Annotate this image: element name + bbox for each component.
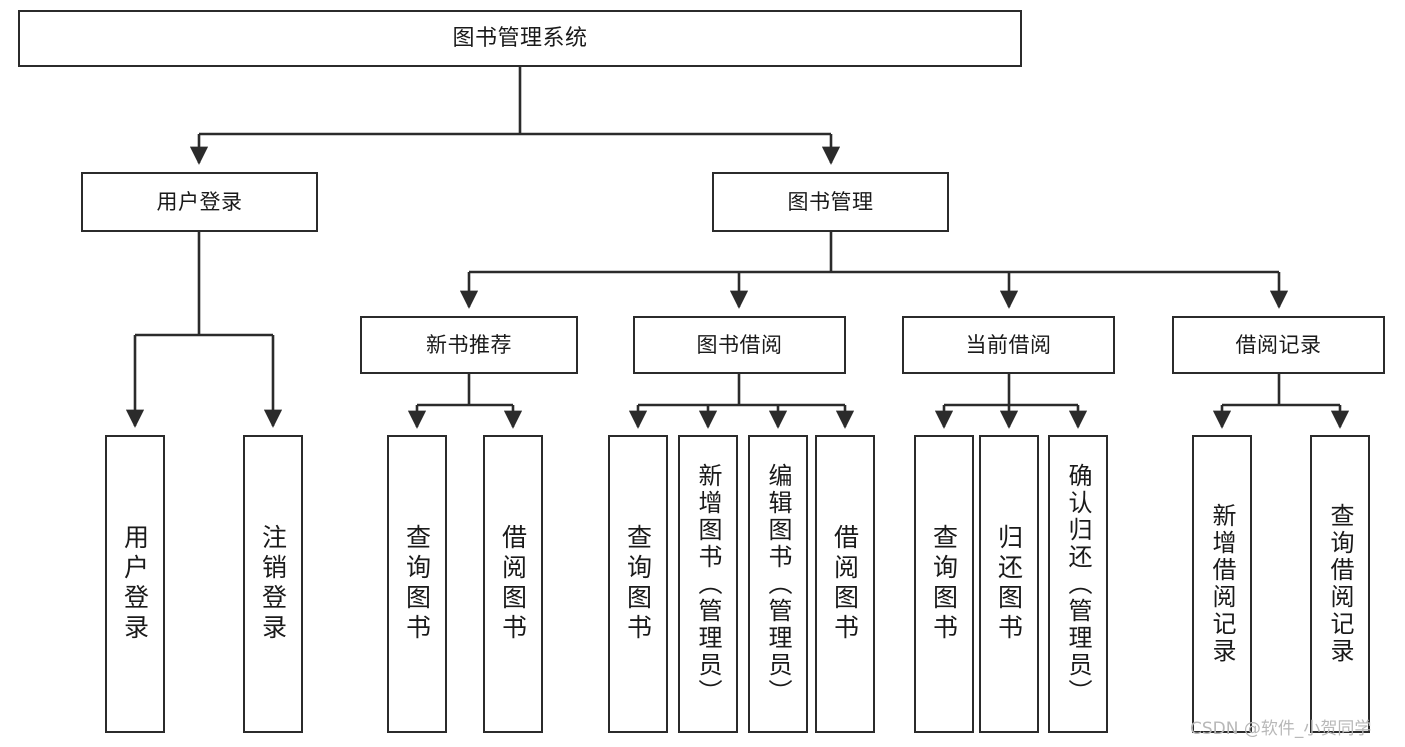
node-label: 确认归还（管理员） [1064,462,1092,706]
node-current-borrow[interactable]: 当前借阅 [902,316,1115,374]
node-label: 借阅图书 [498,524,528,644]
leaf-return-book[interactable]: 归还图书 [979,435,1039,733]
node-label: 查询图书 [623,524,653,644]
leaf-query-book-2[interactable]: 查询图书 [608,435,668,733]
node-label: 查询图书 [402,524,432,644]
leaf-edit-book[interactable]: 编辑图书（管理员） [748,435,808,733]
leaf-confirm-return[interactable]: 确认归还（管理员） [1048,435,1108,733]
leaf-query-book-3[interactable]: 查询图书 [914,435,974,733]
leaf-user-login[interactable]: 用户登录 [105,435,165,733]
node-label: 图书管理系统 [452,25,588,51]
node-label: 用户登录 [120,524,150,644]
node-book-borrow[interactable]: 图书借阅 [633,316,846,374]
node-label: 图书管理 [787,189,874,214]
node-label: 编辑图书（管理员） [764,462,792,706]
node-label: 新增借阅记录 [1208,503,1236,665]
watermark-text: CSDN @软件_小贺同学 [1190,719,1372,739]
node-label: 借阅记录 [1235,332,1322,357]
leaf-borrow-book-1[interactable]: 借阅图书 [483,435,543,733]
node-label: 当前借阅 [965,332,1052,357]
leaf-query-book-1[interactable]: 查询图书 [387,435,447,733]
leaf-add-record[interactable]: 新增借阅记录 [1192,435,1252,733]
node-new-book-recommend[interactable]: 新书推荐 [360,316,578,374]
node-root-system[interactable]: 图书管理系统 [18,10,1022,67]
node-label: 新书推荐 [426,332,512,357]
leaf-add-book[interactable]: 新增图书（管理员） [678,435,738,733]
node-label: 注销登录 [258,524,288,644]
node-borrow-record[interactable]: 借阅记录 [1172,316,1385,374]
node-user-login[interactable]: 用户登录 [81,172,318,232]
leaf-query-record[interactable]: 查询借阅记录 [1310,435,1370,733]
leaf-borrow-book-2[interactable]: 借阅图书 [815,435,875,733]
node-book-manage[interactable]: 图书管理 [712,172,949,232]
node-label: 用户登录 [156,189,243,214]
node-label: 查询图书 [929,524,959,644]
node-label: 新增图书（管理员） [694,462,722,706]
leaf-logout[interactable]: 注销登录 [243,435,303,733]
node-label: 查询借阅记录 [1326,503,1354,665]
node-label: 借阅图书 [830,524,860,644]
node-label: 归还图书 [994,524,1024,644]
node-label: 图书借阅 [696,332,783,357]
